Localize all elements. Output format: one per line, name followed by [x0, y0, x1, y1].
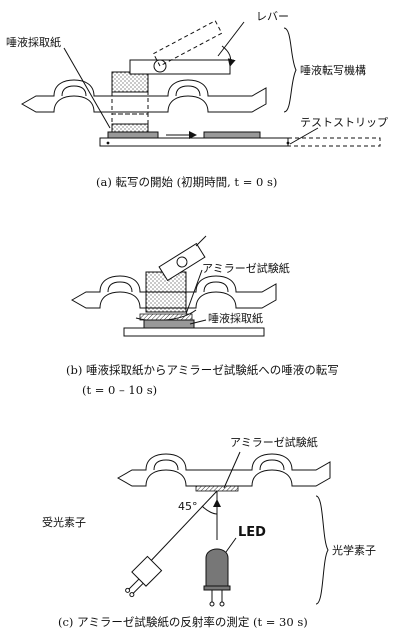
receiver-element — [125, 555, 163, 598]
panel-a: レバー 唾液採取紙 唾液転写機構 テストストリップ (a) 転写の開始 (初期時… — [6, 10, 388, 189]
test-strip-b — [123, 327, 265, 337]
amylase-paper-label-b: アミラーゼ試験紙 — [202, 261, 290, 275]
conveyor-belt-b — [70, 275, 277, 309]
conveyor-belt-a — [20, 79, 267, 113]
led-label: LED — [238, 525, 266, 540]
amylase-paper-c — [195, 485, 239, 492]
saliva-paper-label-a: 唾液採取紙 — [6, 35, 61, 49]
transfer-block-a — [111, 71, 149, 93]
angle-label: 45° — [178, 500, 198, 513]
test-strip-label: テストストリップ — [300, 116, 388, 129]
lever-a — [129, 59, 231, 75]
mechanism-label: 唾液転写機構 — [300, 63, 366, 77]
panel-c: アミラーゼ試験紙 45° 受光素子 LED 光学素子 (c) アミラーゼ試験紙の… — [42, 435, 376, 629]
saliva-paper-label-b: 唾液採取紙 — [208, 311, 263, 325]
conveyor-belt-c — [116, 453, 331, 487]
caption-c: (c) アミラーゼ試験紙の反射率の測定 (t = 30 s) — [58, 615, 308, 629]
caption-a: (a) 転写の開始 (初期時間, t = 0 s) — [96, 175, 277, 189]
amylase-paper-label-c: アミラーゼ試験紙 — [230, 435, 318, 449]
caption-b-line2: (t = 0 – 10 s) — [82, 383, 157, 397]
panel-b: アミラーゼ試験紙 唾液採取紙 (b) 唾液採取紙からアミラーゼ試験紙への唾液の転… — [66, 235, 339, 397]
optical-label: 光学素子 — [332, 543, 376, 557]
test-strip-a — [99, 137, 289, 147]
caption-b-line1: (b) 唾液採取紙からアミラーゼ試験紙への唾液の転写 — [66, 363, 339, 377]
led-element — [203, 548, 231, 607]
lever-label: レバー — [256, 10, 289, 23]
receiver-label: 受光素子 — [42, 515, 86, 529]
